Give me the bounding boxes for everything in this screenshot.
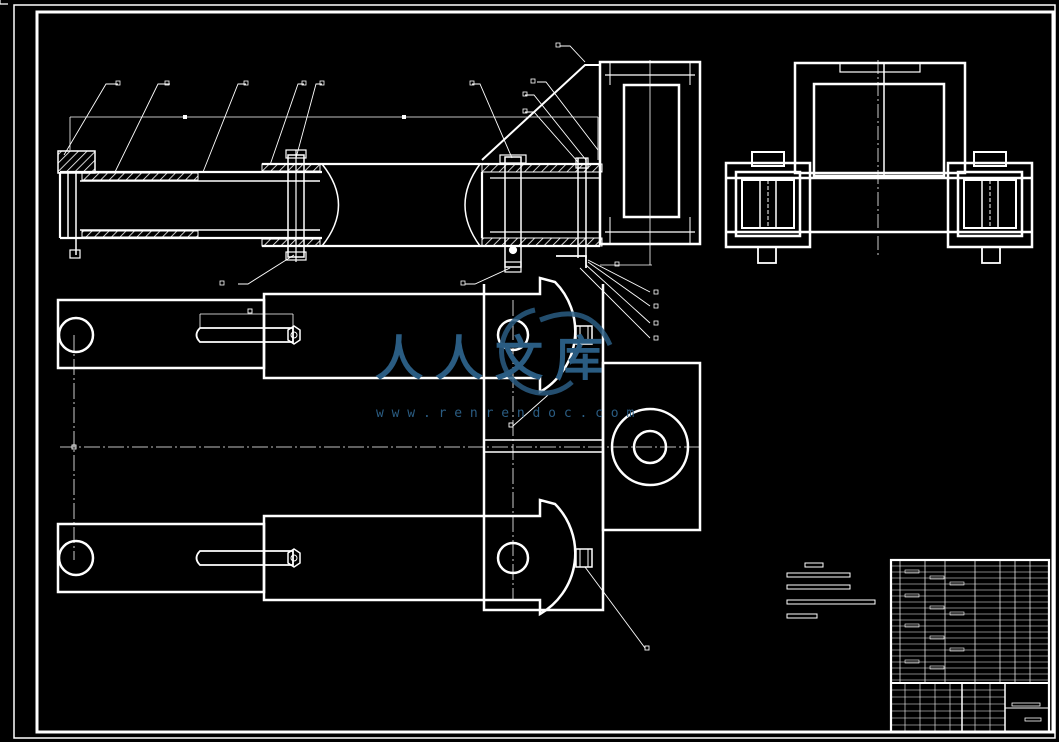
title-block-grid <box>891 683 1005 732</box>
title-block <box>889 558 1051 734</box>
leader-lines-top <box>63 45 651 339</box>
technical-notes <box>786 562 876 619</box>
centerlines <box>60 300 700 600</box>
watermark-logo-icon <box>499 307 613 396</box>
side-view <box>724 60 1034 264</box>
leader-lines-plan <box>71 308 650 651</box>
watermark-text: 人人文库 <box>375 331 615 387</box>
front-section-view <box>57 60 702 273</box>
parts-list-rows <box>891 565 1049 681</box>
balloon-tags-top <box>115 42 659 341</box>
plan-view <box>56 276 702 617</box>
watermark-url: w w w . r e n r e n d o c . c o m <box>376 406 634 421</box>
